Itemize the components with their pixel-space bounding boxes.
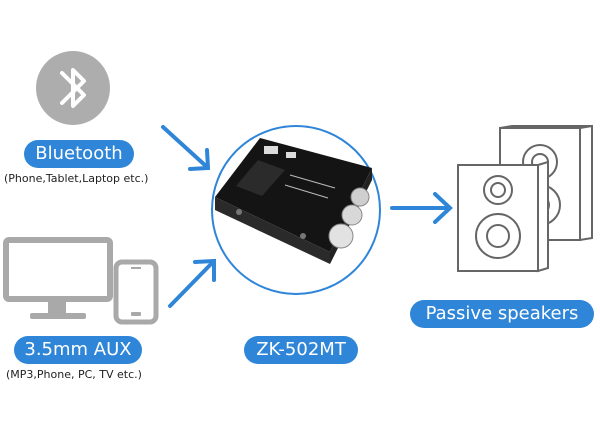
bluetooth-icon [36, 51, 110, 125]
aux-label: 3.5mm AUX [14, 336, 142, 364]
output-label: Passive speakers [410, 300, 594, 328]
amplifier-board-icon [215, 138, 372, 264]
arrow-aux-to-device [168, 258, 216, 308]
device-label: ZK-502MT [244, 336, 358, 364]
aux-sublabel: (MP3,Phone, PC, TV etc.) [6, 368, 142, 381]
monitor-phone-icon [3, 237, 159, 325]
bluetooth-sublabel: (Phone,Tablet,Laptop etc.) [4, 172, 149, 185]
speakers-icon [457, 124, 593, 273]
arrow-device-to-speakers [390, 192, 453, 224]
arrow-bluetooth-to-device [161, 125, 211, 171]
bluetooth-label: Bluetooth [24, 140, 134, 168]
